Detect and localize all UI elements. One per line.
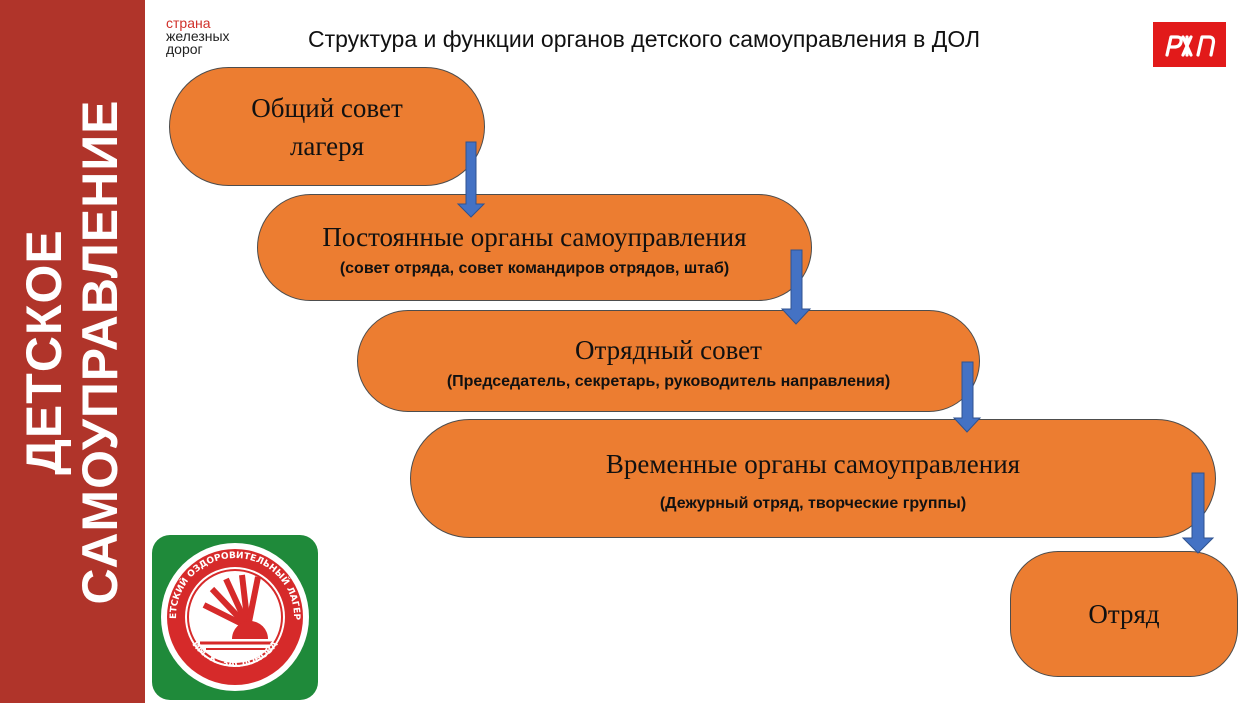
rzd-logo [1153,22,1226,67]
box-squad-council-subtitle: (Председатель, секретарь, руководитель н… [446,373,891,390]
box-temporary-bodies: Временные органы самоуправления (Дежурны… [410,419,1216,538]
sidebar-banner: ДЕТСКОЕ САМОУПРАВЛЕНИЕ [0,0,145,703]
brand-logo: страна железных дорог [166,15,230,57]
box-permanent-bodies-subtitle: (совет отряда, совет командиров отрядов,… [339,259,730,277]
box-squad-title: Отряд [1088,599,1160,629]
box-squad-council-title: Отрядный совет [575,335,762,365]
box-squad: Отряд [1010,551,1238,677]
box-general-council-title: Общий совет лагеря [251,92,403,161]
box-temporary-bodies-title: Временные органы самоуправления [605,448,1021,479]
box-squad-council: Отрядный совет (Председатель, секретарь,… [357,310,980,412]
box-permanent-bodies: Постоянные органы самоуправления (совет … [257,194,812,301]
arrow-3-icon [952,361,982,433]
arrow-1-icon [456,141,486,218]
brand-line2: железных [166,28,230,44]
arrow-2-icon [780,249,812,325]
brand-line1: страна [166,15,211,31]
camp-logo: ДЕТСКИЙ ОЗДОРОВИТЕЛЬНЫЙ ЛАГЕРЬ ИМ. К. ЗА… [148,528,318,700]
page-title: Структура и функции органов детского сам… [308,26,981,52]
box-permanent-bodies-title: Постоянные органы самоуправления [322,221,747,252]
arrow-4-icon [1181,472,1215,554]
brand-line3: дорог [166,41,203,57]
box-temporary-bodies-subtitle: (Дежурный отряд, творческие группы) [659,494,967,512]
box-general-council: Общий совет лагеря [169,67,485,186]
